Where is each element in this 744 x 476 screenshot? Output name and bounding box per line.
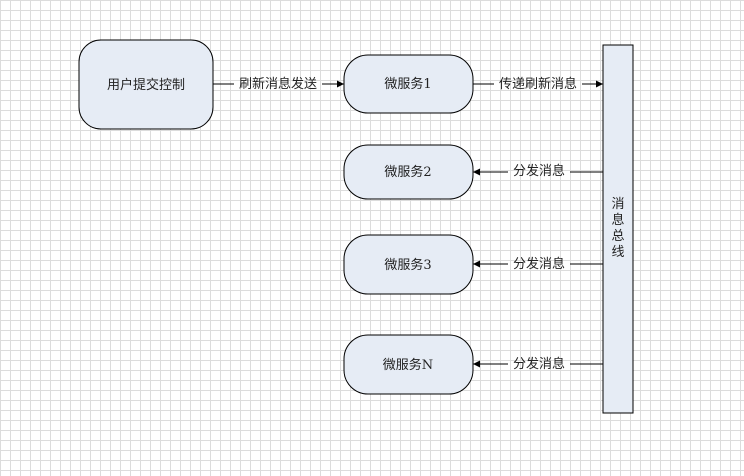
edge-user-to-service-1-label: 刷新消息发送: [239, 76, 317, 92]
node-service-3: 微服务3: [343, 234, 474, 295]
node-service-3-label: 微服务3: [384, 257, 431, 273]
node-service-n-label: 微服务N: [383, 357, 433, 373]
node-service-2: 微服务2: [343, 144, 474, 200]
edge-bus-to-service-2-label: 分发消息: [513, 163, 565, 179]
edge-bus-to-service-3: 分发消息: [473, 256, 603, 272]
node-service-n: 微服务N: [343, 334, 474, 395]
bus-char-1: 消: [611, 197, 624, 212]
node-service-2-label: 微服务2: [384, 164, 431, 180]
edge-service-1-to-bus: 传递刷新消息: [473, 76, 603, 92]
bus-char-2: 息: [611, 212, 624, 228]
edge-service-1-to-bus-label: 传递刷新消息: [499, 76, 577, 92]
node-service-1: 微服务1: [343, 54, 474, 114]
edge-bus-to-service-2: 分发消息: [473, 163, 603, 179]
bus-char-4: 线: [611, 245, 624, 260]
node-user-control: 用户提交控制: [78, 39, 214, 130]
bus-char-3: 总: [611, 229, 624, 244]
node-message-bus: 消 息 总 线: [602, 44, 634, 414]
edge-bus-to-service-n-label: 分发消息: [513, 356, 565, 372]
edge-user-to-service-1: 刷新消息发送: [213, 76, 344, 92]
edge-bus-to-service-n: 分发消息: [473, 356, 603, 372]
edge-bus-to-service-3-label: 分发消息: [513, 256, 565, 272]
node-service-1-label: 微服务1: [384, 76, 431, 92]
node-user-control-label: 用户提交控制: [107, 77, 185, 93]
